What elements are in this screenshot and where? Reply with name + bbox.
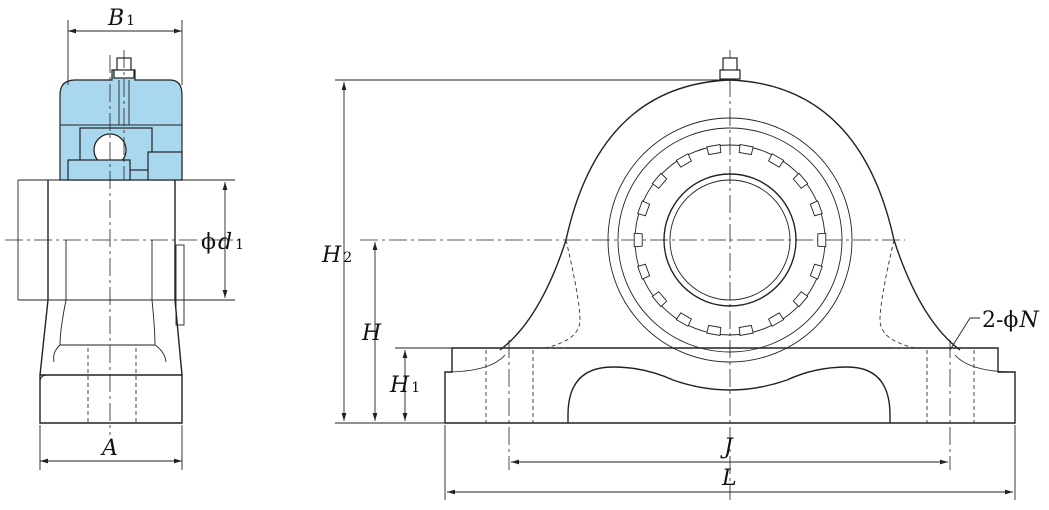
ring-notch — [675, 312, 692, 327]
ring-notch — [817, 232, 827, 248]
ring-notch — [792, 291, 809, 308]
label-n: 2-ϕN — [982, 308, 1039, 333]
ring-notch — [637, 263, 651, 280]
label-h: H — [361, 321, 382, 346]
ring-notch — [809, 263, 823, 280]
ring-notch — [651, 291, 668, 308]
ring-notch — [738, 143, 754, 156]
ring-notch — [637, 200, 651, 217]
ring-notch — [768, 312, 785, 327]
label-l: L — [721, 466, 737, 491]
ring-notch — [675, 153, 692, 168]
ring-notch — [768, 153, 785, 168]
label-a: A — [100, 436, 118, 461]
label-j: J — [720, 435, 734, 460]
ring-notch — [633, 232, 643, 248]
ring-notch — [706, 143, 722, 156]
ring-notch — [809, 200, 823, 217]
ring-notch — [651, 172, 668, 189]
ring-notch — [738, 324, 754, 337]
ring-notch — [792, 172, 809, 189]
ring-notch — [706, 324, 722, 337]
